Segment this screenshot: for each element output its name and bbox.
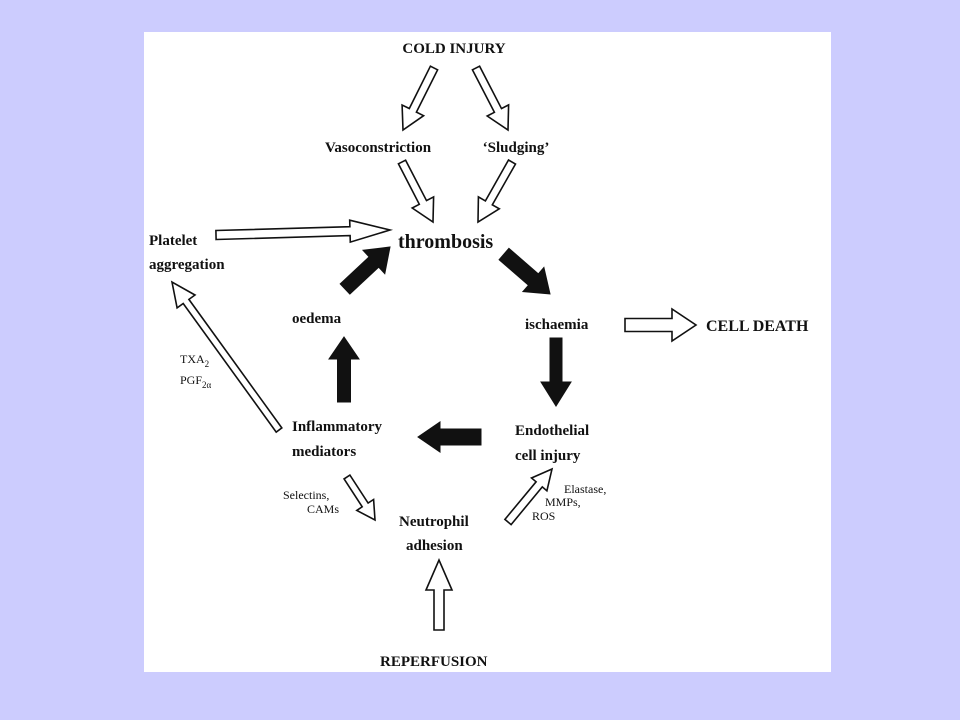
label-elastase: Elastase, [564, 482, 606, 496]
arrow-vasoconstriction-to-thrombosis [397, 159, 435, 224]
node-endothelial-line2: cell injury [515, 448, 581, 464]
node-platelet-line1: Platelet [149, 233, 197, 249]
arrow-cold-to-vasoconstriction [401, 65, 439, 132]
arrow-cold-to-sludging [471, 65, 510, 132]
label-pgf-sub: 2α [202, 380, 212, 390]
label-txa-base: TXA [180, 352, 205, 366]
diagram-panel: COLD INJURY Vasoconstriction ‘Sludging’ … [144, 32, 831, 672]
arrow-sludging-to-thrombosis [477, 158, 517, 224]
arrow-inflammatory-to-oedema [328, 336, 360, 403]
node-inflammatory-line1: Inflammatory [292, 419, 382, 435]
arrow-ischaemia-to-cell-death [624, 307, 698, 343]
node-vasoconstriction: Vasoconstriction [325, 140, 432, 156]
label-pgf2a: PGF2α [180, 373, 212, 390]
label-txa-sub: 2 [205, 359, 210, 369]
label-selectins: Selectins, [283, 488, 329, 502]
node-oedema: oedema [292, 311, 342, 327]
node-neutrophil-line1: Neutrophil [399, 514, 469, 530]
node-sludging: ‘Sludging’ [483, 140, 550, 156]
label-mmps: MMPs, [545, 495, 581, 509]
label-txa2: TXA2 [180, 352, 209, 369]
label-ros: ROS [532, 509, 555, 523]
arrow-thrombosis-to-ischaemia [498, 247, 551, 295]
arrow-inflammatory-to-platelet [170, 280, 283, 434]
node-ischaemia: ischaemia [525, 317, 589, 333]
node-inflammatory-line2: mediators [292, 444, 356, 460]
arrow-reperfusion-to-neutrophil [424, 557, 454, 631]
arrow-ischaemia-to-endothelial [540, 337, 572, 407]
arrow-platelet-to-thrombosis [215, 219, 394, 244]
arrow-oedema-to-thrombosis [339, 246, 391, 295]
node-neutrophil-line2: adhesion [406, 538, 463, 554]
node-platelet-line2: aggregation [149, 257, 225, 273]
arrow-neutrophil-to-endothelial [503, 467, 554, 526]
arrows-layer [170, 65, 698, 631]
node-thrombosis: thrombosis [398, 231, 493, 253]
flow-diagram: COLD INJURY Vasoconstriction ‘Sludging’ … [149, 41, 809, 670]
arrow-endothelial-to-inflammatory [417, 421, 482, 453]
label-pgf-base: PGF [180, 373, 202, 387]
label-cams: CAMs [307, 502, 339, 516]
node-cold-injury: COLD INJURY [402, 41, 505, 57]
node-endothelial-line1: Endothelial [515, 423, 589, 439]
arrow-inflammatory-to-neutrophil [342, 473, 376, 522]
node-cell-death: CELL DEATH [706, 318, 809, 335]
node-reperfusion: REPERFUSION [380, 654, 488, 670]
